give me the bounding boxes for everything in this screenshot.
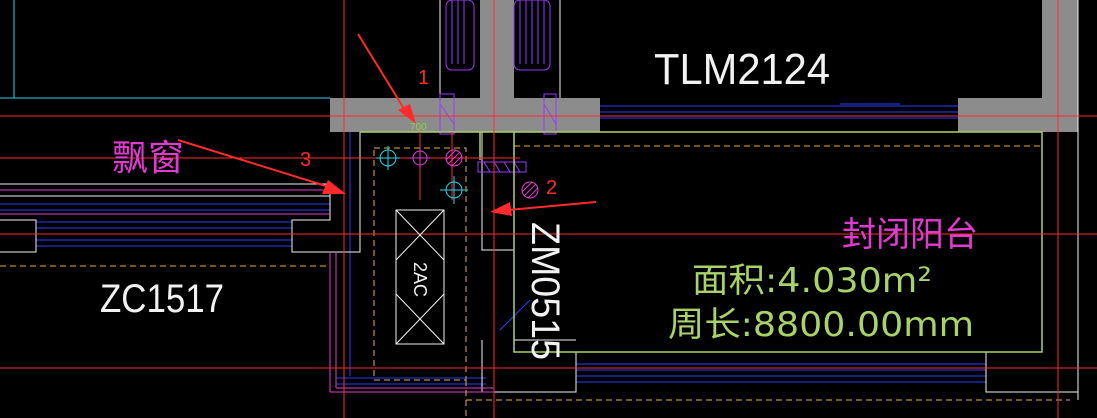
dimension-small-label: 700 (410, 122, 427, 133)
wall-column-left (480, 0, 514, 132)
arrow-2 (490, 201, 597, 216)
perimeter-label: 周长:8800.00mm (668, 305, 974, 345)
area-label: 面积:4.030m² (692, 261, 932, 301)
balcony-outline (360, 131, 1043, 353)
marker-1: 1 (418, 67, 429, 89)
marker-2: 2 (546, 177, 557, 199)
wall-column-right (1042, 0, 1078, 132)
pipe-symbol-cyan-1 (376, 146, 400, 170)
door-label-zm: ZM0515 (523, 222, 567, 360)
walls (330, 0, 1078, 132)
pipe-symbol-magenta-3 (521, 181, 539, 199)
sliding-door-top (439, 0, 557, 173)
pipe-symbol-cyan-2 (440, 176, 468, 204)
annotation-arrows (177, 33, 597, 216)
arrow-1 (357, 33, 416, 124)
marker-3: 3 (300, 149, 311, 171)
pipe-symbol-magenta-2 (445, 149, 463, 167)
white-lines (0, 0, 1079, 400)
bay-window-label: 飘窗 (112, 138, 184, 179)
wall-top-right (958, 98, 1042, 132)
cyan-lines (0, 0, 330, 99)
window-label-zc: ZC1517 (100, 277, 224, 321)
wall-top-mid (330, 98, 600, 132)
pipe-symbols (376, 146, 539, 204)
ac-unit-label: 2AC (410, 262, 430, 297)
magenta-lines (0, 189, 494, 393)
pipe-symbol-magenta-1 (410, 148, 430, 168)
ac-unit (395, 209, 445, 345)
arrow-3 (177, 139, 346, 194)
door-label-tlm: TLM2124 (654, 45, 830, 94)
closed-balcony-label: 封闭阳台 (842, 215, 978, 255)
